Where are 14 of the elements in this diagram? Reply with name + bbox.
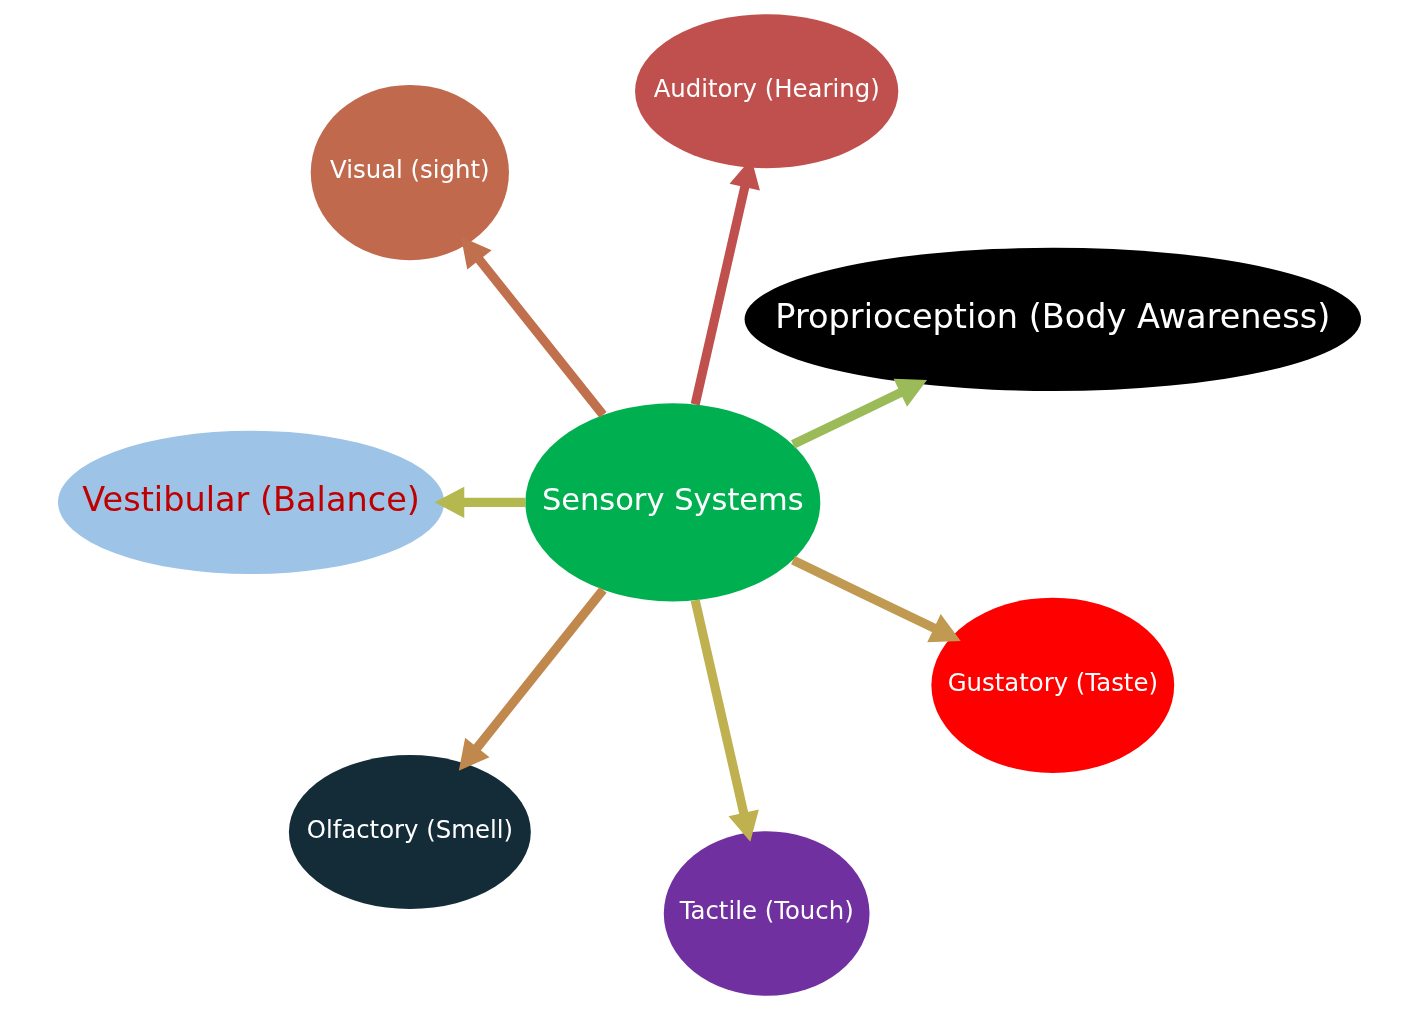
arrow <box>690 599 759 842</box>
node-ellipse: Proprioception (Body Awareness) <box>744 247 1361 391</box>
arrow <box>790 378 927 449</box>
node-ellipse: Visual (sight) <box>310 84 509 261</box>
node-ellipse: Gustatory (Taste) <box>930 597 1174 773</box>
node-ellipse: Sensory Systems <box>524 403 820 602</box>
arrow <box>790 556 961 643</box>
node-ellipse: Olfactory (Smell) <box>288 755 531 910</box>
arrow <box>434 486 525 518</box>
node-ellipse: Tactile (Touch) <box>663 831 870 996</box>
node-ellipse: Vestibular (Balance) <box>57 430 444 574</box>
arrow <box>460 236 607 418</box>
arrow <box>458 586 607 771</box>
node-ellipse: Auditory (Hearing) <box>634 14 898 169</box>
